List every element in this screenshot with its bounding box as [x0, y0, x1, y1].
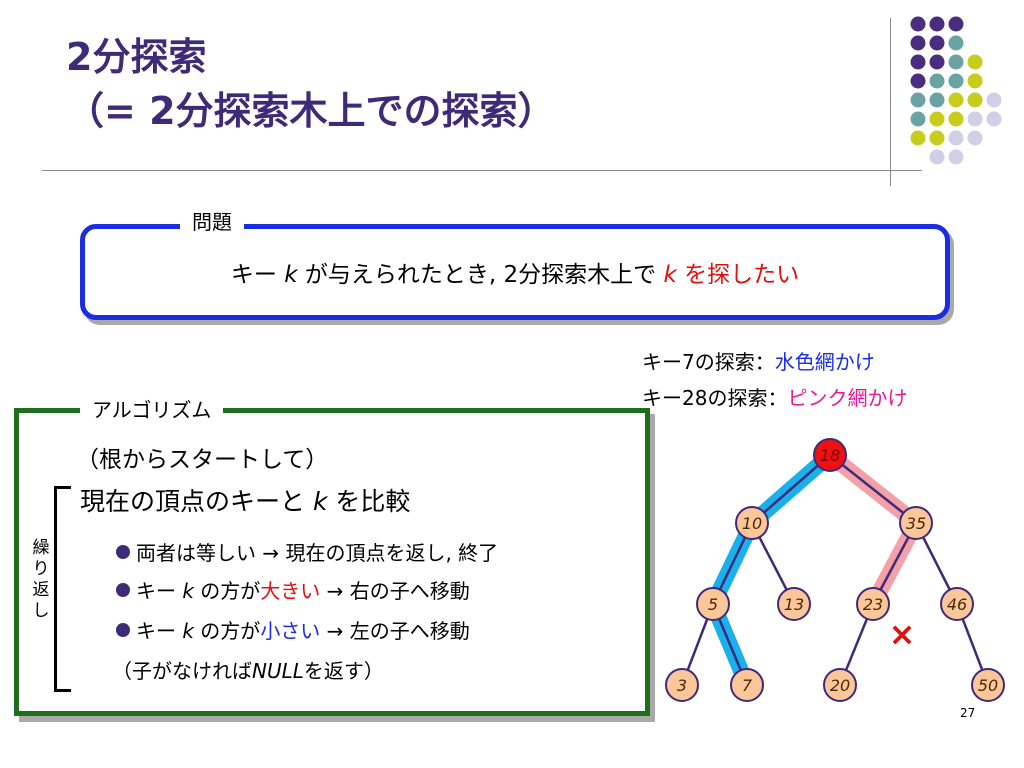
decor-dot: [910, 92, 926, 108]
tree-edge: [751, 454, 831, 524]
problem-label: 問題: [180, 206, 244, 235]
algorithm-compare-line: 現在の頂点のキーと k を比較: [80, 487, 411, 516]
tree-node-circle: [899, 506, 933, 540]
tree-node-label: 23: [863, 595, 883, 614]
tree-node-circle: [971, 668, 1005, 702]
repeat-bracket: [54, 486, 71, 692]
decor-dot: [948, 54, 964, 70]
tree-node-circle: [696, 587, 730, 621]
tree-node-label: 3: [677, 676, 687, 695]
algorithm-box: [14, 408, 650, 716]
tree-node-5: 5: [696, 587, 730, 621]
tree-node-3: 3: [665, 668, 699, 702]
tree-nodes: 18 10 35 5 13 23 46 3 7 20 50: [665, 438, 1005, 702]
search-path-highlights: [705, 447, 924, 693]
tree-node-13: 13: [777, 587, 811, 621]
tree-node-20: 20: [823, 668, 857, 702]
tree-node-circle: [777, 587, 811, 621]
decor-dot: [929, 35, 945, 51]
goal-emphasis: を探したい: [676, 262, 800, 288]
algorithm-label: アルゴリズム: [80, 394, 224, 423]
decor-dot: [910, 130, 926, 146]
decor-dot: [948, 111, 964, 127]
tree-node-circle: [813, 438, 847, 472]
title-divider: [42, 170, 922, 171]
tree-node-circle: [735, 506, 769, 540]
tree-node-label: 13: [784, 595, 804, 614]
decor-dot: [910, 35, 926, 51]
greater-emphasis: 大きい: [260, 579, 321, 603]
tree-node-label: 18: [820, 446, 840, 465]
decor-dot: [948, 35, 964, 51]
null-return-note: （子がなければNULLを返す）: [112, 659, 384, 683]
tree-node-circle: [856, 587, 890, 621]
repeat-label: 繰り返し: [32, 538, 50, 621]
tree-node-10: 10: [735, 506, 769, 540]
decor-dot: [929, 130, 945, 146]
bullet-dot-icon: [116, 583, 130, 597]
decor-dot: [967, 130, 983, 146]
tree-node-label: 7: [742, 676, 753, 695]
decor-dot: [948, 149, 964, 165]
decor-dot: [910, 73, 926, 89]
decor-dot: [967, 73, 983, 89]
tree-node-label: 20: [830, 676, 850, 695]
decor-dot: [929, 54, 945, 70]
decor-dot: [910, 54, 926, 70]
tree-node-7: 7: [730, 668, 764, 702]
tree-node-label: 10: [742, 514, 762, 533]
decor-dot: [929, 73, 945, 89]
smaller-emphasis: 小さい: [260, 619, 321, 643]
bullet-smaller: キー k の方が小さい → 左の子へ移動: [116, 615, 470, 644]
tree-node-circle: [665, 668, 699, 702]
bullet-dot-icon: [116, 623, 130, 637]
bullet-equal: 両者は等しい → 現在の頂点を返し, 終了: [116, 537, 498, 566]
tree-node-label: 35: [906, 514, 926, 533]
decor-dot: [929, 16, 945, 32]
bullet-greater: キー k の方が大きい → 右の子へ移動: [116, 575, 470, 604]
decor-dot: [910, 111, 926, 127]
problem-statement: キー k が与えられたとき, 2分探索木上で k を探したい: [230, 262, 800, 288]
tree-node-18: 18: [813, 438, 847, 472]
tree-node-circle: [823, 668, 857, 702]
decor-dot: [967, 54, 983, 70]
bullet-dot-icon: [116, 545, 130, 559]
title-vertical-rule: [890, 18, 891, 186]
tree-node-circle: [940, 587, 974, 621]
tree-node-label: 50: [978, 676, 998, 695]
decor-dot: [948, 92, 964, 108]
not-found-cross-icon: ×: [889, 615, 916, 653]
decor-dot: [910, 16, 926, 32]
decorative-dot-grid: [910, 16, 1002, 165]
decor-dot: [929, 149, 945, 165]
tree-node-circle: [730, 668, 764, 702]
key-variable: k: [284, 262, 298, 288]
legend-key7: キー7の探索：水色網かけ: [642, 350, 875, 374]
algorithm-start-line: （根からスタートして）: [76, 447, 329, 473]
decor-dot: [967, 111, 983, 127]
tree-node-label: 46: [947, 595, 967, 614]
slide-subtitle: （= 2分探索木上での探索）: [66, 89, 556, 133]
tree-node-35: 35: [899, 506, 933, 540]
tree-node-50: 50: [971, 668, 1005, 702]
tree-node-label: 5: [708, 595, 718, 614]
tree-node-23: 23: [856, 587, 890, 621]
page-number: 27: [960, 706, 976, 720]
tree-node-46: 46: [940, 587, 974, 621]
decor-dot: [929, 92, 945, 108]
slide-title: 2分探索: [66, 35, 207, 79]
decor-dot: [948, 73, 964, 89]
decor-dot: [967, 92, 983, 108]
tree-edge: [829, 454, 917, 524]
decor-dot: [986, 92, 1002, 108]
decor-dot: [986, 111, 1002, 127]
decor-dot: [948, 130, 964, 146]
decor-dot: [948, 16, 964, 32]
problem-box: キー k が与えられたとき, 2分探索木上で k を探したい: [80, 224, 950, 320]
key-variable-emphasis: k: [663, 262, 677, 288]
decor-dot: [929, 111, 945, 127]
legend-key28: キー28の探索：ピンク網かけ: [642, 386, 908, 410]
